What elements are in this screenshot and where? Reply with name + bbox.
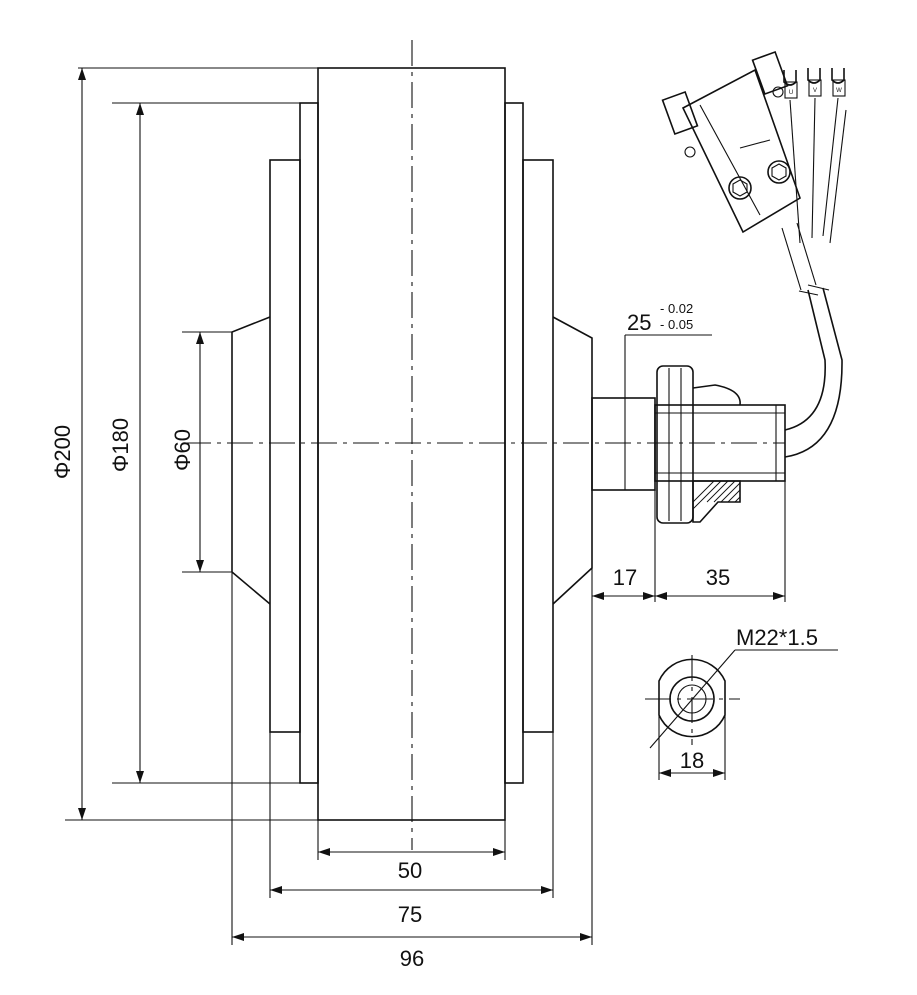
dim-label-25: 25 [627, 310, 651, 335]
dim-label-thread: M22*1.5 [736, 625, 818, 650]
dimension-phi200: Φ200 [50, 67, 318, 821]
dimension-17: 17 [592, 490, 656, 602]
dimension-96: 96 [231, 568, 593, 971]
dim-label-96: 96 [400, 946, 424, 971]
wire-terminals: U V W [783, 68, 846, 99]
terminal-u: U [783, 70, 798, 99]
dim-label-35: 35 [706, 565, 730, 590]
terminal-v: V [807, 68, 822, 97]
dimension-phi180: Φ180 [108, 102, 300, 784]
dimension-75: 75 [269, 732, 554, 927]
dim-label-phi200: Φ200 [50, 425, 75, 479]
dim-label-17: 17 [613, 565, 637, 590]
dim-label-50: 50 [398, 858, 422, 883]
svg-text:V: V [813, 88, 817, 94]
centerlines [185, 40, 785, 850]
axle-shaft [591, 365, 786, 524]
d-sub-connector [661, 50, 801, 234]
dim-label-18: 18 [680, 748, 704, 773]
dim-tolerance-upper: - 0.02 [660, 301, 693, 316]
svg-text:U: U [789, 90, 793, 96]
dim-tolerance-lower: - 0.05 [660, 317, 693, 332]
shaft-end-view: 18 M22*1.5 [645, 625, 838, 780]
dim-label-75: 75 [398, 902, 422, 927]
dimension-phi60: Φ60 [170, 331, 232, 573]
dimension-shaft-25: 25 - 0.02 - 0.05 [624, 301, 712, 398]
terminal-w: W [831, 68, 846, 97]
dim-label-phi60: Φ60 [170, 429, 195, 471]
nut-section-hatching [692, 480, 741, 510]
dimension-50: 50 [317, 820, 506, 883]
dimension-35: 35 [655, 481, 786, 602]
svg-text:W: W [836, 88, 842, 94]
motor-cable [781, 97, 847, 458]
dim-label-phi180: Φ180 [108, 418, 133, 472]
